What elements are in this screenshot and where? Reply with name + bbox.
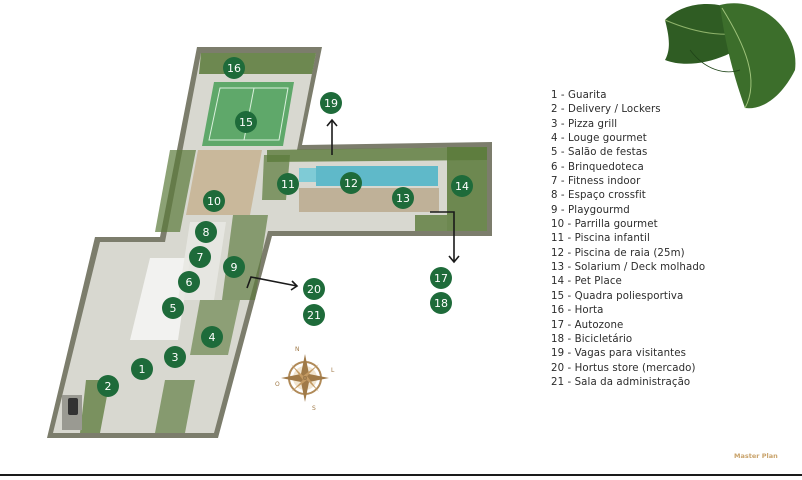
legend-item: 7 - Fitness indoor [551,176,641,188]
legend-item: 5 - Salão de festas [551,147,648,159]
marker-13: 13 [392,187,414,209]
leaf-decoration-icon [664,3,796,109]
svg-text:2: 2 [105,380,112,393]
svg-text:11: 11 [281,178,295,191]
marker-12: 12 [340,172,362,194]
svg-text:17: 17 [434,272,448,285]
marker-16: 16 [223,57,245,79]
legend-list: 1 - Guarita 2 - Delivery / Lockers 3 - P… [551,89,705,390]
legend-item: 9 - Playgourmd [551,204,630,216]
legend-item: 21 - Sala da administração [551,376,691,388]
marker-2: 2 [97,375,119,397]
svg-text:16: 16 [227,62,241,75]
legend-item: 4 - Louge gourmet [551,133,647,145]
marker-10: 10 [203,190,225,212]
lap-pool [316,166,438,186]
master-plan-label: Master Plan [734,452,778,460]
svg-text:14: 14 [455,180,469,193]
svg-text:L: L [331,367,335,374]
legend-item: 10 - Parrilla gourmet [551,219,658,231]
marker-20: 20 [303,278,325,300]
svg-text:20: 20 [307,283,321,296]
legend-item: 2 - Delivery / Lockers [551,104,661,116]
marker-21: 21 [303,304,325,326]
marker-18: 18 [430,292,452,314]
marker-11: 11 [277,173,299,195]
svg-text:18: 18 [434,297,448,310]
legend-item: 11 - Piscina infantil [551,233,650,245]
marker-9: 9 [223,256,245,278]
svg-text:N: N [295,346,300,353]
svg-text:S: S [312,405,316,412]
marker-15: 15 [235,111,257,133]
legend-item: 13 - Solarium / Deck molhado [551,262,706,274]
marker-5: 5 [162,297,184,319]
legend-item: 3 - Pizza grill [551,118,618,130]
vegetation [80,53,487,433]
legend-item: 20 - Hortus store (mercado) [551,362,696,374]
markers: 1 2 3 4 5 6 7 8 9 10 11 12 13 14 15 16 1… [97,57,473,397]
marker-1: 1 [131,358,153,380]
legend-item: 16 - Horta [551,305,604,317]
legend-item: 14 - Pet Place [551,276,622,288]
svg-text:8: 8 [203,226,210,239]
legend-item: 6 - Brinquedoteca [551,161,644,173]
marker-4: 4 [201,326,223,348]
arrows [246,118,460,291]
bottom-divider [0,474,802,476]
kids-pool [299,168,316,182]
marker-19: 19 [320,92,342,114]
svg-text:19: 19 [324,97,338,110]
arrow-17 [430,211,455,262]
svg-text:10: 10 [207,195,221,208]
legend-item: 1 - Guarita [551,90,607,101]
marker-8: 8 [195,221,217,243]
marker-17: 17 [430,267,452,289]
svg-text:5: 5 [170,302,177,315]
legend-item: 18 - Bicicletário [551,333,633,345]
building [130,258,190,340]
arrow-20 [246,276,298,289]
legend-item: 19 - Vagas para visitantes [551,348,687,360]
legend-item: 15 - Quadra poliesportiva [551,290,684,302]
svg-text:7: 7 [197,251,204,264]
svg-text:1: 1 [139,363,146,376]
compass-icon: N S L O [275,346,335,412]
svg-text:3: 3 [172,351,179,364]
svg-text:O: O [275,381,280,388]
svg-text:4: 4 [209,331,216,344]
car [68,398,78,415]
svg-text:6: 6 [186,276,193,289]
legend-item: 8 - Espaço crossfit [551,190,646,202]
marker-3: 3 [164,346,186,368]
svg-text:13: 13 [396,192,410,205]
svg-text:21: 21 [307,309,321,322]
marker-6: 6 [178,271,200,293]
marker-7: 7 [189,246,211,268]
svg-text:15: 15 [239,116,253,129]
svg-text:12: 12 [344,177,358,190]
svg-text:9: 9 [231,261,238,274]
legend-item: 12 - Piscina de raia (25m) [551,247,685,259]
legend-item: 17 - Autozone [551,319,624,331]
marker-14: 14 [451,175,473,197]
